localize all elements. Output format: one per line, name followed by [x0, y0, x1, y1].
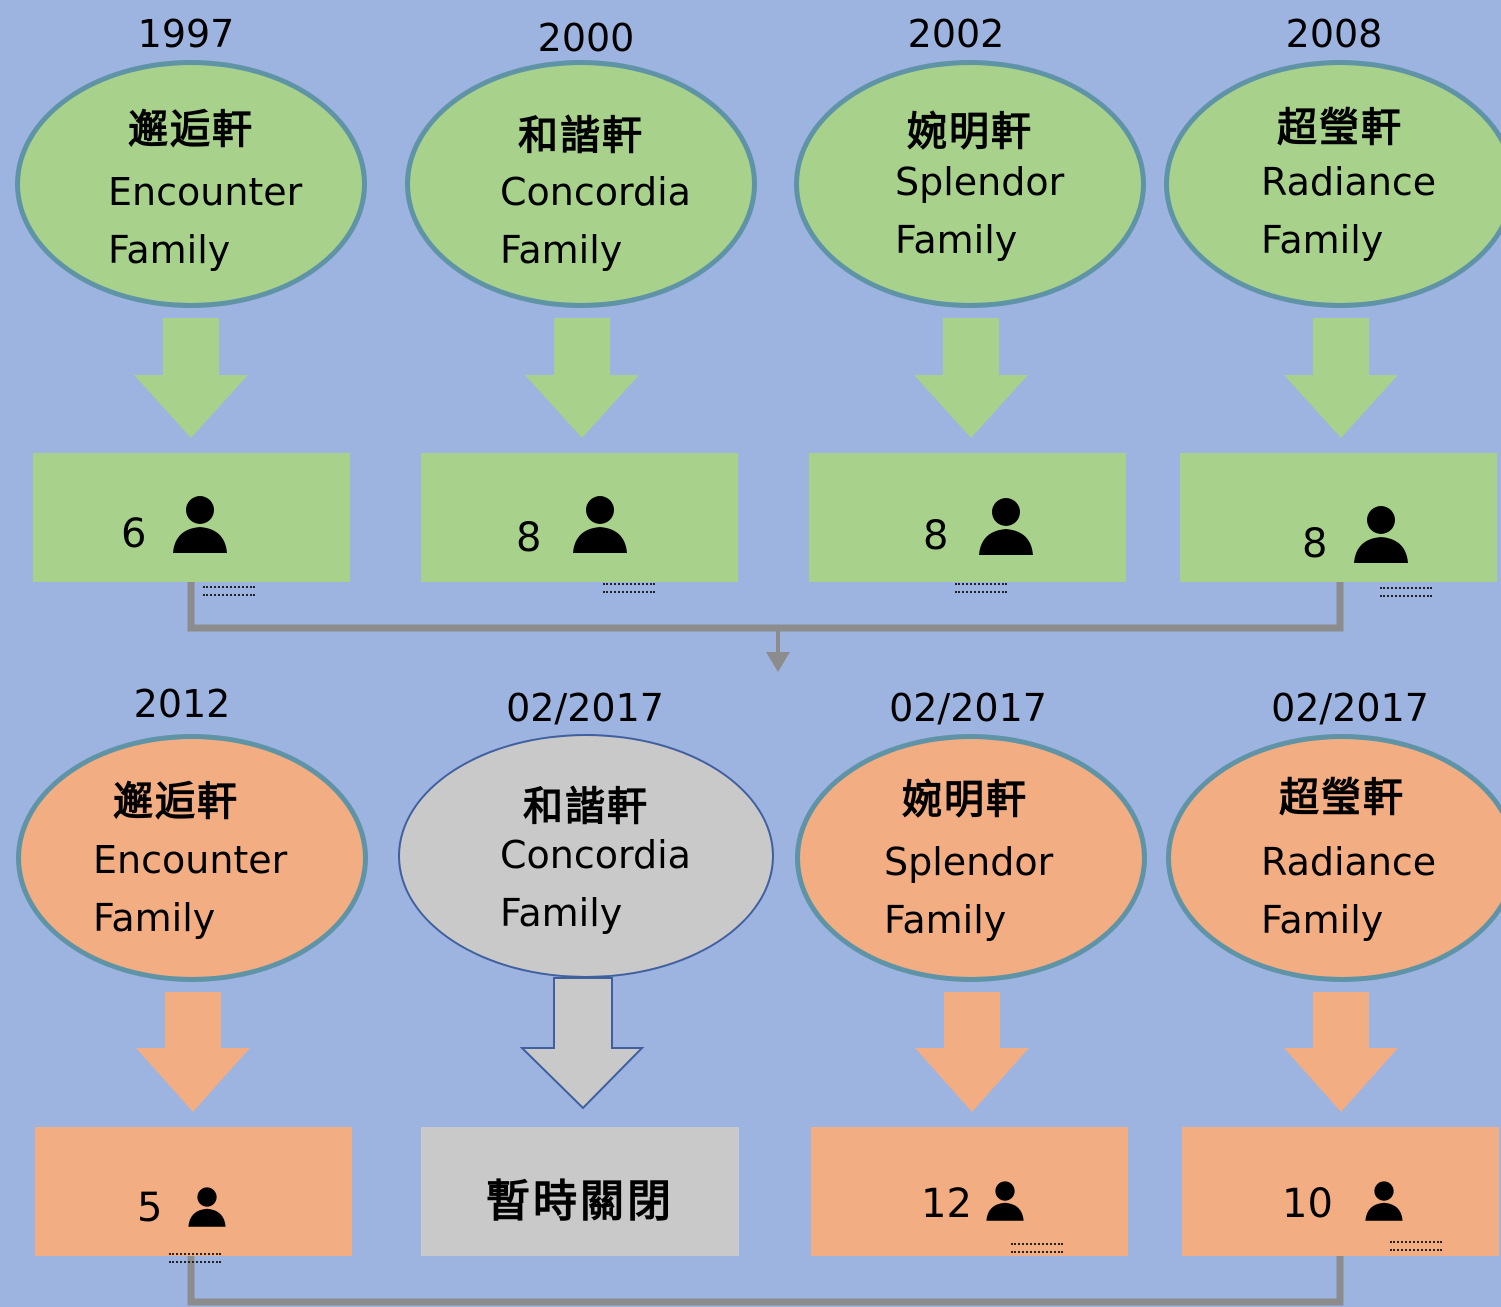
connector-line	[187, 1256, 1344, 1306]
caption-mark	[1380, 587, 1432, 597]
caption-mark	[955, 583, 1007, 593]
year-label: 02/2017	[1271, 686, 1429, 730]
family-name-en: Splendor	[895, 160, 1065, 204]
family-name-en: Family	[500, 228, 623, 272]
down-arrow	[1284, 992, 1398, 1112]
member-count: 6	[121, 511, 147, 557]
family-name-en: Family	[1261, 898, 1384, 942]
family-oval-concordia: 和諧軒 Concordia Family	[405, 60, 757, 308]
family-oval-splendor: 婉明軒 Splendor Family	[794, 60, 1146, 308]
family-name-zh: 邂逅軒	[128, 107, 254, 153]
family-oval-radiance: 超瑩軒 Radiance Family	[1166, 734, 1501, 982]
person-icon	[188, 1187, 226, 1227]
year-label: 1997	[137, 12, 235, 56]
connector-arrowhead	[766, 652, 790, 672]
family-name-en: Radiance	[1261, 840, 1437, 884]
caption-mark	[1011, 1243, 1063, 1253]
year-label: 2012	[133, 682, 231, 726]
member-count-box: 6	[33, 453, 350, 596]
family-name-en: Encounter	[108, 170, 303, 214]
year-label: 2008	[1285, 12, 1383, 56]
family-oval-splendor: 婉明軒 Splendor Family	[795, 734, 1147, 982]
family-name-en: Family	[500, 891, 623, 935]
person-icon	[986, 1181, 1024, 1221]
caption-mark	[203, 586, 255, 596]
family-name-en: Family	[93, 896, 216, 940]
member-count-box: 8	[421, 453, 738, 593]
closed-status-box: 暫時關閉	[421, 1127, 739, 1256]
member-count-box: 8	[1180, 453, 1497, 597]
member-count-box: 8	[809, 453, 1126, 593]
family-name-en: Splendor	[884, 840, 1054, 884]
family-name-zh: 超瑩軒	[1277, 105, 1403, 151]
caption-mark	[169, 1253, 221, 1263]
member-count-box: 10	[1182, 1127, 1499, 1256]
member-count: 10	[1282, 1181, 1333, 1227]
family-name-zh: 邂逅軒	[113, 779, 239, 825]
family-name-en: Family	[884, 898, 1007, 942]
caption-mark	[1390, 1241, 1442, 1251]
year-label: 02/2017	[889, 686, 1047, 730]
family-oval-radiance: 超瑩軒 Radiance Family	[1164, 60, 1501, 308]
member-count: 8	[1302, 521, 1328, 567]
family-name-zh: 和諧軒	[523, 784, 649, 830]
down-arrow	[914, 318, 1028, 438]
member-count-box: 5	[35, 1127, 352, 1263]
family-name-en: Radiance	[1261, 160, 1437, 204]
person-icon	[173, 496, 227, 553]
year-label: 2002	[907, 12, 1005, 56]
family-oval-encounter: 邂逅軒 Encounter Family	[16, 734, 368, 982]
down-arrow	[519, 977, 645, 1110]
year-label: 02/2017	[506, 686, 664, 730]
down-arrow	[134, 318, 248, 438]
family-name-zh: 婉明軒	[907, 109, 1033, 155]
down-arrow	[1284, 318, 1398, 438]
family-name-en: Family	[895, 218, 1018, 262]
family-name-en: Concordia	[500, 833, 691, 877]
family-name-zh: 婉明軒	[902, 777, 1028, 823]
person-icon	[1365, 1181, 1403, 1221]
person-icon	[573, 496, 627, 553]
closed-status-label: 暫時關閉	[486, 1176, 674, 1227]
family-name-zh: 和諧軒	[518, 113, 644, 159]
family-name-en: Family	[1261, 218, 1384, 262]
family-name-en: Concordia	[500, 170, 691, 214]
person-icon	[979, 498, 1033, 555]
year-label: 2000	[537, 16, 635, 60]
connector-line	[187, 582, 1344, 632]
member-count: 8	[923, 513, 949, 559]
caption-mark	[603, 583, 655, 593]
family-name-en: Family	[108, 228, 231, 272]
family-name-en: Encounter	[93, 838, 288, 882]
member-count: 5	[137, 1185, 163, 1231]
down-arrow	[136, 992, 250, 1112]
down-arrow	[525, 318, 639, 438]
family-oval-encounter: 邂逅軒 Encounter Family	[15, 60, 367, 308]
down-arrow	[915, 992, 1029, 1112]
family-name-zh: 超瑩軒	[1279, 775, 1405, 821]
person-icon	[1354, 506, 1408, 563]
member-count: 8	[516, 515, 542, 561]
member-count: 12	[921, 1181, 972, 1227]
member-count-box: 12	[811, 1127, 1128, 1256]
family-oval-concordia: 和諧軒 Concordia Family	[398, 734, 774, 978]
